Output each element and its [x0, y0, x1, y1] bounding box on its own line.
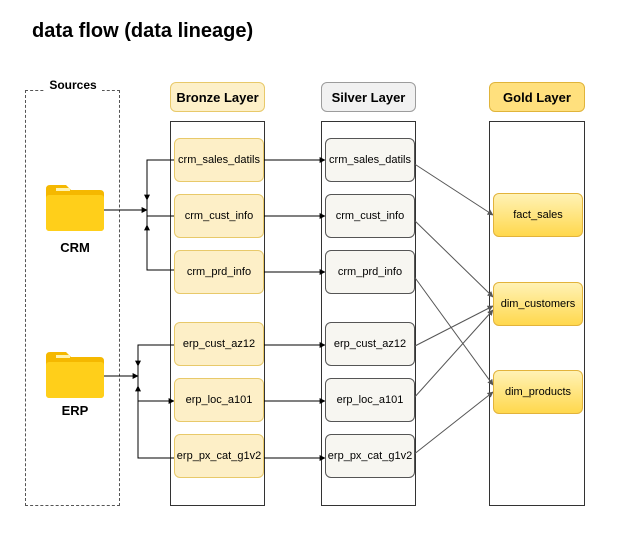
silver-node-crm-sales-datils[interactable]: crm_sales_datils — [325, 138, 415, 182]
bronze-node-erp-px-cat-g1v2[interactable]: erp_px_cat_g1v2 — [174, 434, 264, 478]
gold-node-fact-sales[interactable]: fact_sales — [493, 193, 583, 237]
source-label-erp: ERP — [61, 403, 89, 418]
bronze-node-erp-loc-a101[interactable]: erp_loc_a101 — [174, 378, 264, 422]
gold-node-dim-products[interactable]: dim_products — [493, 370, 583, 414]
silver-node-erp-loc-a101[interactable]: erp_loc_a101 — [325, 378, 415, 422]
source-label-crm: CRM — [60, 240, 90, 255]
silver-node-crm-cust-info[interactable]: crm_cust_info — [325, 194, 415, 238]
silver-node-erp-cust-az12[interactable]: erp_cust_az12 — [325, 322, 415, 366]
gold-node-dim-customers[interactable]: dim_customers — [493, 282, 583, 326]
folder-icon[interactable] — [46, 352, 104, 398]
silver-node-crm-prd-info[interactable]: crm_prd_info — [325, 250, 415, 294]
bronze-node-crm-prd-info[interactable]: crm_prd_info — [174, 250, 264, 294]
bronze-node-crm-sales-datils[interactable]: crm_sales_datils — [174, 138, 264, 182]
folder-icon[interactable] — [46, 185, 104, 231]
bronze-node-erp-cust-az12[interactable]: erp_cust_az12 — [174, 322, 264, 366]
bronze-layer-header: Bronze Layer — [170, 82, 265, 112]
bronze-node-crm-cust-info[interactable]: crm_cust_info — [174, 194, 264, 238]
sources-label: Sources — [44, 78, 102, 92]
silver-node-erp-px-cat-g1v2[interactable]: erp_px_cat_g1v2 — [325, 434, 415, 478]
silver-layer-header: Silver Layer — [321, 82, 416, 112]
gold-layer-header: Gold Layer — [489, 82, 585, 112]
page-title: data flow (data lineage) — [32, 20, 254, 42]
